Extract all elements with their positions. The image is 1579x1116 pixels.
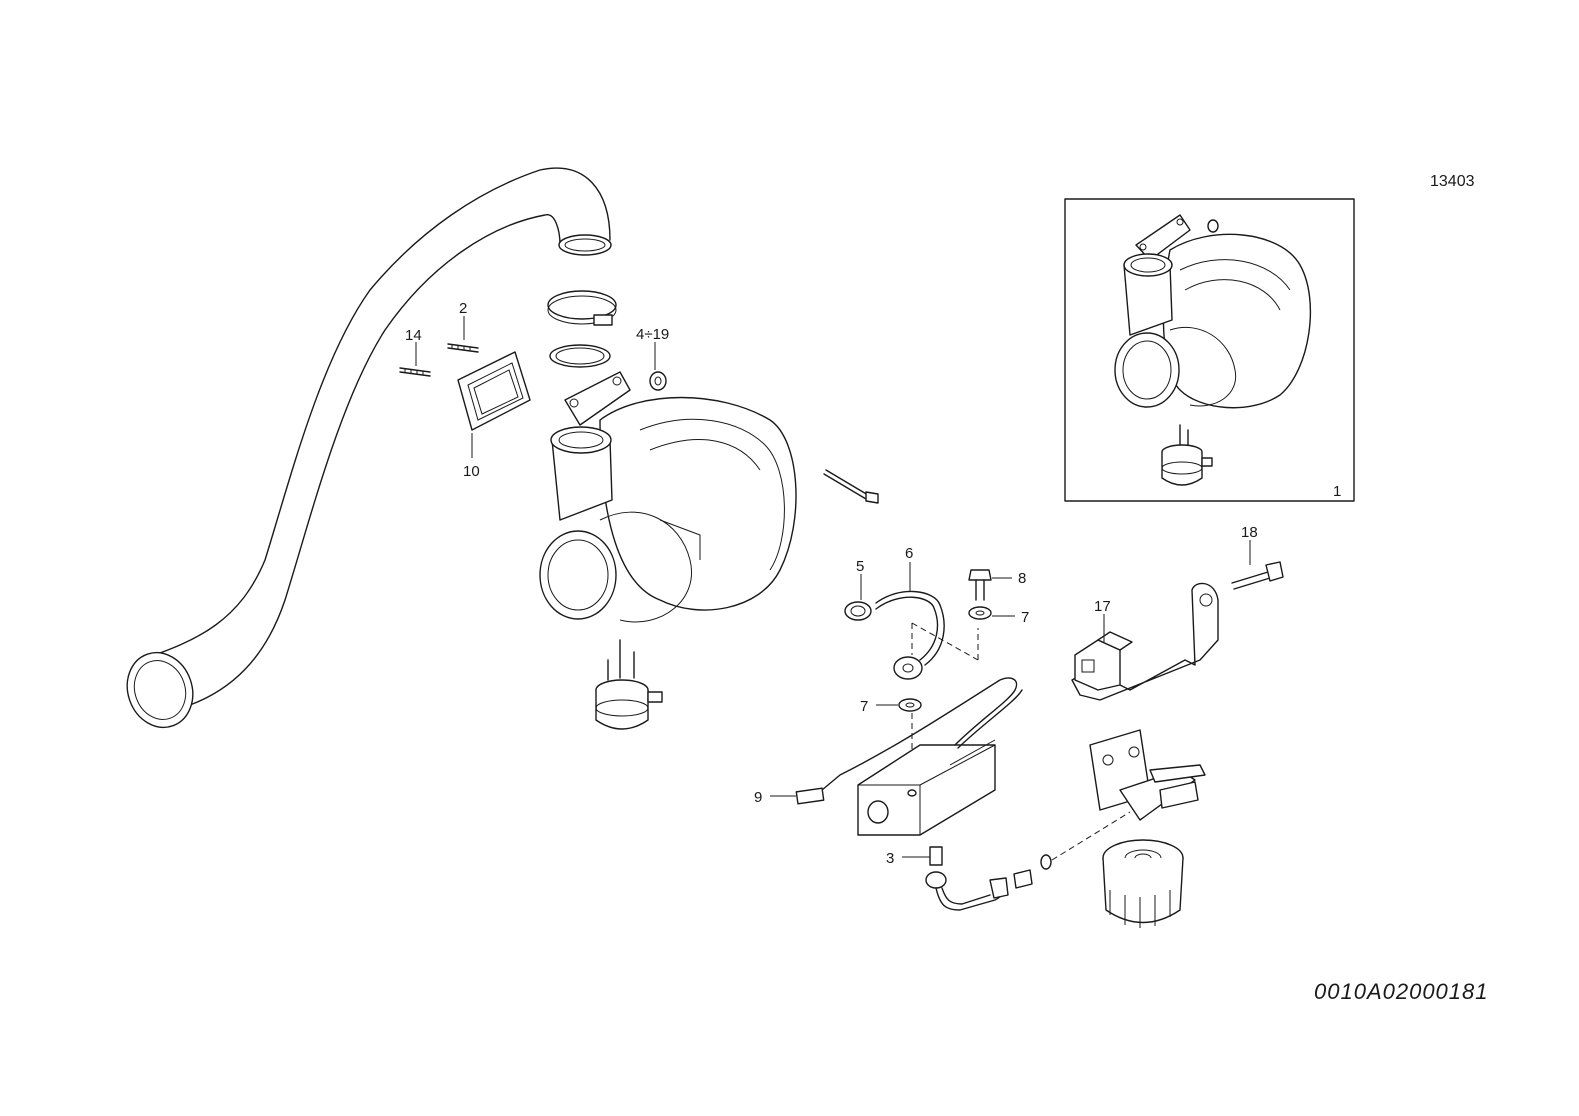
washer-7-lower — [898, 698, 922, 712]
leader-lines — [415, 316, 1251, 858]
callout-4-19: 4÷19 — [636, 326, 669, 343]
stud-14 — [399, 367, 431, 377]
bracket-17 — [1071, 582, 1219, 701]
turbocharger — [539, 371, 797, 623]
washer-7-upper — [968, 606, 992, 620]
pipe-3 — [925, 846, 1052, 911]
callout-10: 10 — [463, 463, 480, 480]
callout-2: 2 — [459, 300, 467, 317]
intake-hose — [126, 167, 612, 729]
filter-head — [1089, 729, 1206, 821]
long-bolt — [823, 469, 879, 504]
callout-7-lower: 7 — [860, 698, 868, 715]
callout-3: 3 — [886, 850, 894, 867]
sensor-9 — [795, 677, 1023, 836]
sheet-number: 13403 — [1430, 173, 1475, 190]
wastegate-actuator — [595, 639, 663, 730]
bolt-18 — [1231, 561, 1284, 590]
callout-9: 9 — [754, 789, 762, 806]
hose-clip-5 — [844, 601, 872, 621]
washer-4-19 — [649, 371, 667, 391]
callout-7-upper: 7 — [1021, 609, 1029, 626]
bolt-8 — [968, 569, 992, 601]
callout-labels: 14 2 4÷19 10 5 6 8 7 7 9 3 17 18 1 — [405, 300, 1341, 867]
pipe-6 — [875, 590, 945, 680]
assembly-line-6 — [911, 622, 979, 661]
o-ring — [549, 344, 611, 368]
callout-17: 17 — [1094, 598, 1111, 615]
callout-1: 1 — [1333, 483, 1341, 500]
hose-clamp — [547, 290, 617, 326]
callout-5: 5 — [856, 558, 864, 575]
fuel-filter — [1102, 839, 1184, 928]
callout-8: 8 — [1018, 570, 1026, 587]
callout-18: 18 — [1241, 524, 1258, 541]
assembly-inset — [1064, 198, 1355, 502]
stud-2 — [447, 343, 479, 353]
callout-6: 6 — [905, 545, 913, 562]
drawing-code: 0010A02000181 — [1314, 979, 1489, 1004]
gasket-10 — [457, 351, 531, 431]
assembly-line-3 — [1051, 811, 1131, 861]
callout-14: 14 — [405, 327, 422, 344]
